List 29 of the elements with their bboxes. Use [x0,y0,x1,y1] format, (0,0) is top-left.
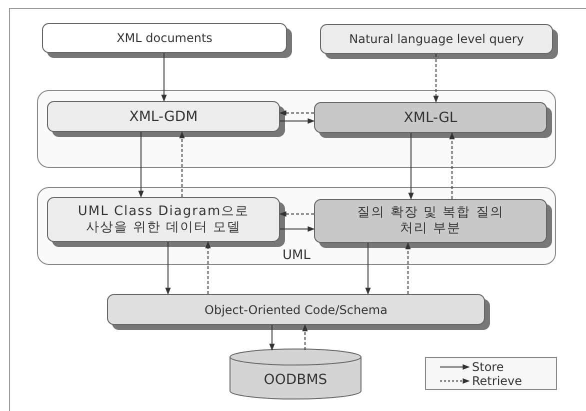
legend-label: Retrieve [472,374,522,388]
group-label: UML [282,248,312,264]
arrow [449,132,455,200]
arrow [280,226,315,232]
arrow [279,211,314,217]
group-panel [37,90,556,168]
group-panel [37,187,556,265]
box-label: XML documents [116,30,212,46]
arrow [161,52,167,102]
arrow [165,242,171,295]
box-label: XML-GL [404,110,458,126]
box-label: Object-Oriented Code/Schema [204,302,388,318]
arrow [179,131,185,198]
arrow [302,324,308,350]
arrow [205,241,211,294]
box-label: XML-GDM [129,108,198,124]
arrow [279,110,314,116]
arrow [405,242,411,294]
box-label: UML Class Diagram으로 사상을 위한 데이터 모델 [76,204,250,236]
box-label: Natural language level query [349,31,524,47]
arrow [365,242,371,295]
box-label: 질의 확장 및 복합 질의 처리 부분 [356,205,505,237]
arrow [433,54,439,103]
arrow [280,118,315,124]
arrow [269,324,275,351]
box-label: OODBMS [264,372,328,388]
arrow [138,132,144,198]
legend-label: Store [472,360,504,374]
arrow [408,132,414,200]
